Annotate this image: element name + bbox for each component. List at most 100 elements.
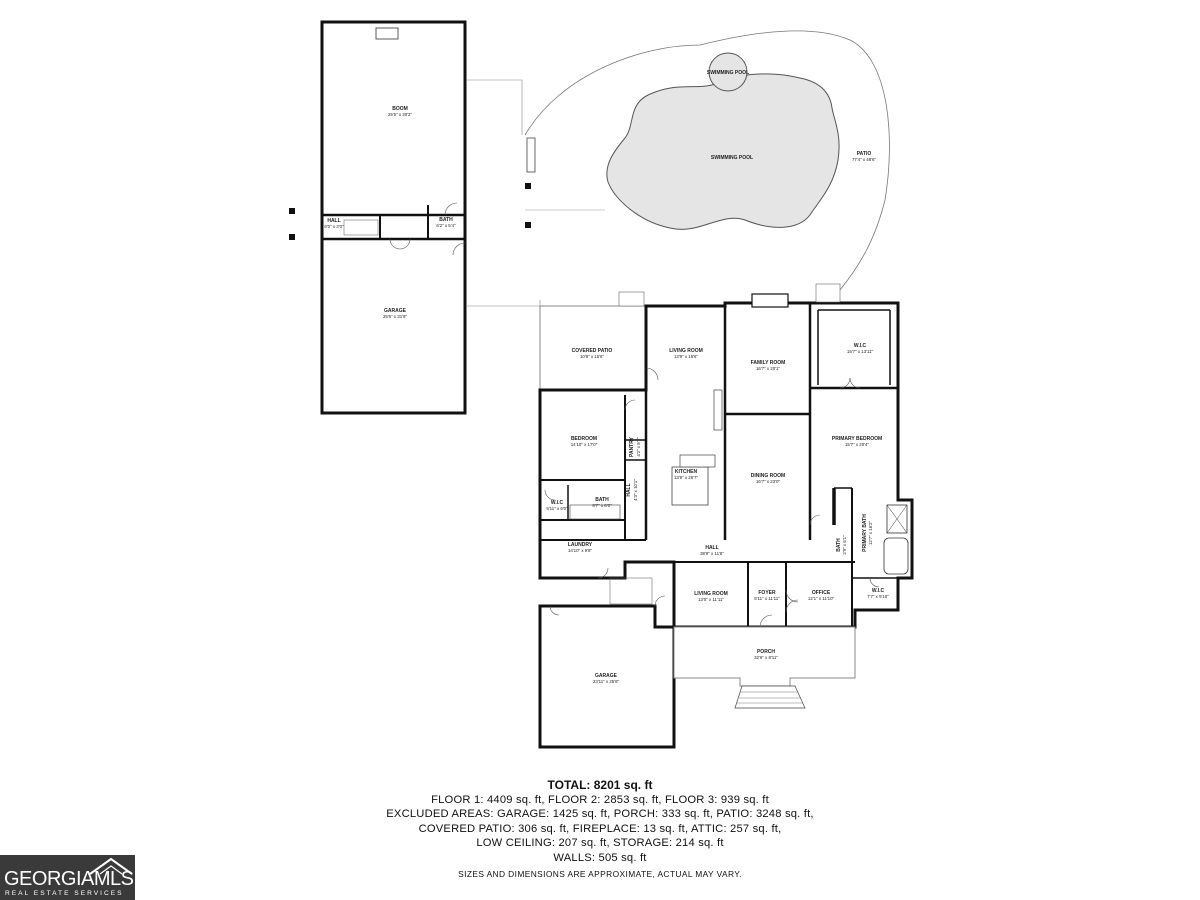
outdoor-grill (526, 137, 536, 173)
interior-walls (540, 303, 898, 627)
post (289, 234, 295, 240)
room-labels: BOOM 25'5" x 30'2" HALL 6'0" x 3'0" BATH… (324, 70, 889, 684)
room-dims-patio: 77'4" x 48'6" (852, 157, 877, 162)
room-dims-family-room: 16'7" x 20'1" (756, 366, 781, 371)
bathtub (883, 537, 909, 575)
room-name-wic-primary: W.I.C (854, 343, 867, 349)
room-dims-bath-upper: 6'2" x 5'4" (436, 223, 456, 228)
room-dims-wic-bath: 7'7" x 5'10" (867, 594, 889, 599)
kitchen-range (679, 454, 716, 468)
room-name-hall-main: HALL (705, 545, 718, 551)
room-name-bath-upper: BATH (439, 217, 453, 223)
swimming-pool-shape (606, 73, 840, 230)
bath-tub-bedroom (569, 504, 621, 520)
detached-building (320, 20, 467, 415)
room-dims-wic-bedroom: 5'11" x 6'0" (546, 506, 568, 511)
room-dims-bedroom: 14'10" x 17'0" (571, 442, 598, 447)
rear-steps (815, 283, 841, 303)
room-name-porch: PORCH (757, 649, 775, 655)
shower-x (886, 504, 908, 534)
room-name-primary-bath: PRIMARY BATH (862, 514, 868, 552)
room-dims-hall-main: 38'8" x 11'8" (700, 551, 724, 556)
room-name-family-room: FAMILY ROOM (751, 360, 786, 366)
room-name-bath-half: BATH (836, 538, 842, 552)
room-name-swimming-pool: SWIMMING POOL (711, 155, 753, 161)
room-name-bedroom: BEDROOM (571, 436, 597, 442)
room-name-swimming-pool-small: SWIMMING POOL (707, 70, 749, 76)
room-name-wic-bedroom: W.I.C (551, 500, 564, 506)
room-name-patio: PATIO (857, 151, 872, 157)
mountain-icon (89, 857, 133, 875)
door-swing (399, 238, 411, 250)
room-dims-primary-bath: 12'7" x 16'2" (868, 521, 873, 546)
porch-stair-lines (737, 691, 803, 704)
room-name-covered-patio: COVERED PATIO (572, 348, 613, 354)
room-dims-office: 12'1" x 11'10" (808, 596, 835, 601)
kitchen-counter (713, 389, 723, 431)
swimming-pool-small-shape (708, 52, 748, 92)
room-dims-kitchen: 13'9" x 26'7" (674, 475, 699, 480)
room-name-bath-bedroom: BATH (595, 497, 609, 503)
room-name-kitchen: KITCHEN (675, 469, 698, 475)
floor-areas: FLOOR 1: 4409 sq. ft, FLOOR 2: 2853 sq. … (431, 794, 769, 806)
garage-stairs (609, 577, 653, 605)
room-dims-porch: 32'6" x 8'11" (754, 655, 778, 660)
patio-outline (524, 30, 890, 291)
door-swing (452, 242, 466, 256)
door-swing (444, 202, 458, 216)
room-dims-laundry: 14'10" x 9'8" (568, 548, 593, 553)
room-dims-bath-bedroom: 8'7" x 6'0" (592, 503, 612, 508)
room-dims-hall-upper: 6'0" x 3'0" (324, 224, 344, 229)
room-dims-bath-half: 2'9" x 6'1" (842, 535, 847, 555)
kitchen-island (671, 466, 709, 506)
post (289, 208, 295, 214)
georgiamls-logo: GEORGIAMLS REAL ESTATE SERVICES (0, 855, 135, 900)
room-dims-living-room-1: 13'9" x 15'6" (674, 354, 699, 359)
disclaimer: SIZES AND DIMENSIONS ARE APPROXIMATE, AC… (458, 869, 742, 879)
room-dims-covered-patio: 10'8" x 15'6" (580, 354, 605, 359)
room-name-laundry: LAUNDRY (568, 542, 593, 548)
logo-tagline: REAL ESTATE SERVICES (5, 890, 124, 897)
vent (375, 27, 399, 40)
room-dims-garage-main: 23'11" x 25'8" (593, 679, 620, 684)
room-dims-wic-primary: 15'7" x 13'11" (847, 349, 874, 354)
room-dims-garage-upper: 25'6" x 31'9" (383, 314, 408, 319)
excluded-areas-line-2: COVERED PATIO: 306 sq. ft, FIREPLACE: 13… (418, 822, 782, 835)
room-name-living-room-1: LIVING ROOM (669, 348, 703, 354)
room-name-hall-small: HALL (626, 483, 632, 496)
room-name-wic-bath: W.I.C (872, 588, 885, 594)
excluded-areas-line-3: LOW CEILING: 207 sq. ft, STORAGE: 214 sq… (476, 837, 724, 850)
room-name-garage-upper: GARAGE (384, 308, 407, 314)
room-name-foyer: FOYER (758, 590, 776, 596)
fireplace (751, 293, 789, 308)
post (525, 222, 531, 228)
excluded-areas-line-1: EXCLUDED AREAS: GARAGE: 1425 sq. ft, POR… (386, 808, 814, 821)
logo-wordmark: GEORGIAMLS (4, 868, 134, 890)
room-name-dining-room: DINING ROOM (751, 473, 785, 479)
room-dims-hall-small: 4'3" x 10'1" (633, 479, 638, 501)
room-dims-dining-room: 16'7" x 23'0" (756, 479, 781, 484)
room-name-hall-upper: HALL (327, 218, 340, 224)
room-name-office: OFFICE (812, 590, 831, 596)
patio-edge-lower (467, 300, 541, 307)
total-area: TOTAL: 8201 sq. ft (547, 778, 653, 792)
steps (618, 291, 645, 307)
room-name-garage-main: GARAGE (595, 673, 618, 679)
room-name-primary-bedroom: PRIMARY BEDROOM (832, 436, 882, 442)
area-summary: TOTAL: 8201 sq. ft FLOOR 1: 4409 sq. ft,… (300, 778, 900, 865)
door-swings (544, 367, 880, 628)
walls-area: WALLS: 505 sq. ft (553, 851, 647, 864)
room-dims-living-room-2: 13'0" x 11'11" (698, 597, 724, 602)
room-name-living-room-2: LIVING ROOM (694, 591, 728, 597)
room-name-boom: BOOM (392, 106, 408, 112)
patio-edge (467, 79, 523, 135)
room-dims-primary-bedroom: 15'7" x 20'4" (845, 442, 870, 447)
stairs-upper (343, 219, 379, 236)
porch-stairs (734, 685, 806, 709)
room-dims-foyer: 6'11" x 11'11" (754, 596, 780, 601)
room-dims-pantry: 4'2" x 8'7" (636, 437, 641, 457)
door-swing (389, 238, 401, 250)
room-name-pantry: PANTRY (629, 436, 635, 457)
post (525, 183, 531, 189)
